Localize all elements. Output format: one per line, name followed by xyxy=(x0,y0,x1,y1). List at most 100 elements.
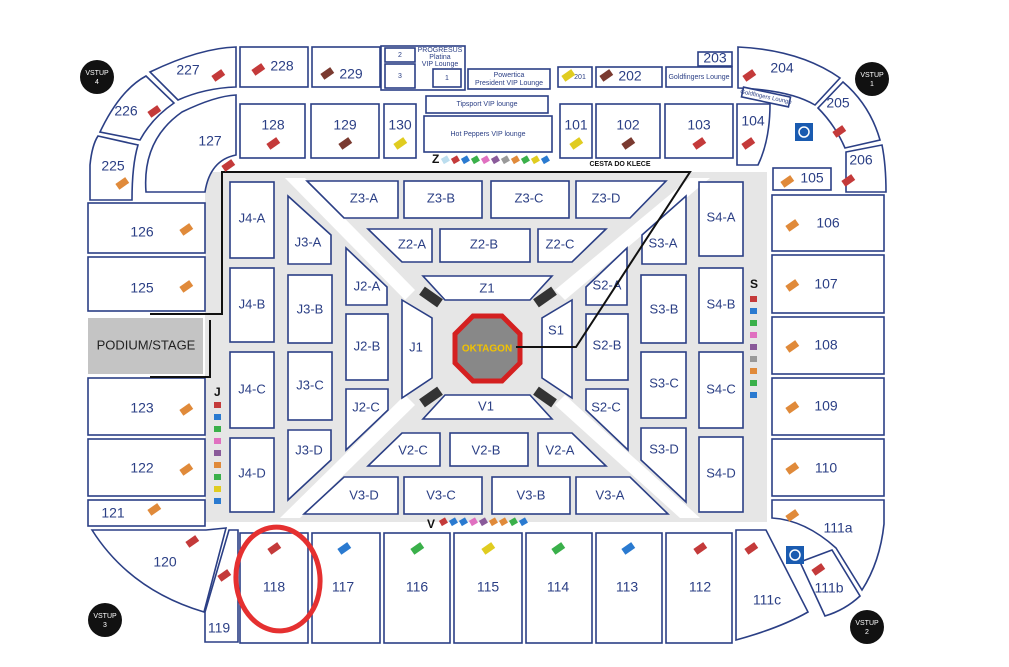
section-z1[interactable] xyxy=(421,275,554,301)
section-130[interactable] xyxy=(383,103,417,159)
ticket-icon xyxy=(115,177,130,190)
section-120[interactable] xyxy=(90,527,228,614)
vip-powertica[interactable] xyxy=(467,68,551,90)
vip-tipsport[interactable] xyxy=(425,95,549,114)
ticket-icon xyxy=(251,63,266,76)
section-j4-b[interactable] xyxy=(229,267,275,343)
section-j4-b-label: J4-B xyxy=(239,296,266,311)
section-s4-d[interactable] xyxy=(698,436,744,513)
section-119[interactable] xyxy=(204,529,239,643)
section-j3-c[interactable] xyxy=(287,351,333,421)
vip-box-1[interactable] xyxy=(432,68,462,88)
section-z3-d[interactable] xyxy=(575,180,668,219)
vip-progresus-title: PROGRESUS xyxy=(418,47,463,54)
podium-stage[interactable] xyxy=(88,318,203,374)
section-v3-d[interactable] xyxy=(301,476,399,515)
vip-box-3[interactable] xyxy=(384,63,416,89)
section-226[interactable] xyxy=(98,75,176,141)
entrance-4[interactable]: VSTUP 4 xyxy=(80,60,114,94)
section-v2-b[interactable] xyxy=(449,432,529,467)
section-204[interactable] xyxy=(737,46,842,107)
section-j3-b[interactable] xyxy=(287,274,333,344)
section-s2-a[interactable] xyxy=(585,246,628,306)
ticket-icon xyxy=(185,535,200,548)
section-j1[interactable] xyxy=(401,298,433,400)
section-s2-b[interactable] xyxy=(585,313,629,381)
entrance-1[interactable]: VSTUP 1 xyxy=(855,62,889,96)
section-j2-b[interactable] xyxy=(345,313,389,381)
section-121[interactable] xyxy=(87,499,206,527)
section-j2-c[interactable] xyxy=(345,388,389,452)
section-v2-a-label: V2-A xyxy=(546,442,575,457)
section-j4-c[interactable] xyxy=(229,351,275,429)
section-v3-b[interactable] xyxy=(491,476,571,515)
section-z2-b[interactable] xyxy=(439,228,531,263)
vip-goldfingers-small[interactable] xyxy=(740,86,792,108)
section-127[interactable] xyxy=(144,94,237,193)
vip-hotpeppers[interactable] xyxy=(423,115,553,153)
section-s3-c[interactable] xyxy=(640,351,687,419)
section-205[interactable] xyxy=(816,80,882,149)
section-227-label: 227 xyxy=(176,62,200,78)
section-v3-c[interactable] xyxy=(403,476,483,515)
svg-text:VSTUP: VSTUP xyxy=(93,613,117,620)
section-205-label: 205 xyxy=(826,95,850,111)
section-s1-label: S1 xyxy=(548,322,564,337)
ticket-icon xyxy=(741,137,756,150)
highlight-circle xyxy=(233,524,323,634)
section-s3-b[interactable] xyxy=(640,274,687,344)
section-z3-c[interactable] xyxy=(490,180,570,219)
entrance-3[interactable]: VSTUP 3 xyxy=(88,603,122,637)
vip-goldfingers[interactable] xyxy=(665,66,733,88)
section-111b[interactable] xyxy=(798,549,862,617)
section-v2-c[interactable] xyxy=(366,432,441,467)
section-v2-a[interactable] xyxy=(537,432,608,467)
section-j4-d[interactable] xyxy=(229,437,275,513)
section-s1[interactable] xyxy=(541,298,573,400)
section-203[interactable] xyxy=(697,51,733,67)
section-s4-b[interactable] xyxy=(698,267,744,344)
section-z2-a[interactable] xyxy=(366,228,433,263)
ticket-icon xyxy=(410,542,425,555)
section-227[interactable] xyxy=(148,46,237,101)
entrance-2[interactable]: VSTUP 2 xyxy=(850,610,884,644)
section-126-label: 126 xyxy=(130,224,154,240)
section-z3-b[interactable] xyxy=(403,180,483,219)
section-206[interactable] xyxy=(845,144,887,193)
section-115[interactable] xyxy=(453,532,523,644)
ticket-icon xyxy=(742,69,757,82)
section-s3-d[interactable] xyxy=(640,427,687,504)
section-102[interactable] xyxy=(595,103,661,159)
section-101[interactable] xyxy=(559,103,593,159)
section-111c[interactable] xyxy=(735,529,810,642)
section-j3-d[interactable] xyxy=(287,429,332,502)
ticket-icon xyxy=(320,67,335,80)
ticket-icon xyxy=(211,69,226,82)
section-108-label: 108 xyxy=(814,337,838,353)
section-103[interactable] xyxy=(664,103,734,159)
section-z3-a[interactable] xyxy=(305,180,399,219)
section-128[interactable] xyxy=(239,103,306,159)
section-201[interactable] xyxy=(557,66,593,88)
section-202[interactable] xyxy=(595,66,663,88)
section-j2-a[interactable] xyxy=(345,246,388,306)
section-104[interactable] xyxy=(736,103,771,166)
section-229[interactable] xyxy=(311,46,381,88)
section-s4-a[interactable] xyxy=(698,181,744,257)
section-111b-label: 111b xyxy=(814,580,843,596)
vip-tipsport-label: Tipsport VIP lounge xyxy=(456,101,517,108)
section-105-label: 105 xyxy=(800,170,824,186)
section-j3-a[interactable] xyxy=(287,194,332,265)
section-s2-c[interactable] xyxy=(585,388,629,452)
section-v3-a[interactable] xyxy=(575,476,670,515)
section-129[interactable] xyxy=(310,103,380,159)
section-j4-a[interactable] xyxy=(229,181,275,259)
svg-text:2: 2 xyxy=(865,629,869,636)
section-v1[interactable] xyxy=(421,394,554,420)
section-z2-c[interactable] xyxy=(537,228,608,263)
section-228[interactable] xyxy=(239,46,309,88)
vip-box-2[interactable] xyxy=(384,47,416,63)
section-s2-c-label: S2-C xyxy=(591,399,621,414)
ticket-icon xyxy=(692,137,707,150)
section-s4-c[interactable] xyxy=(698,351,744,429)
